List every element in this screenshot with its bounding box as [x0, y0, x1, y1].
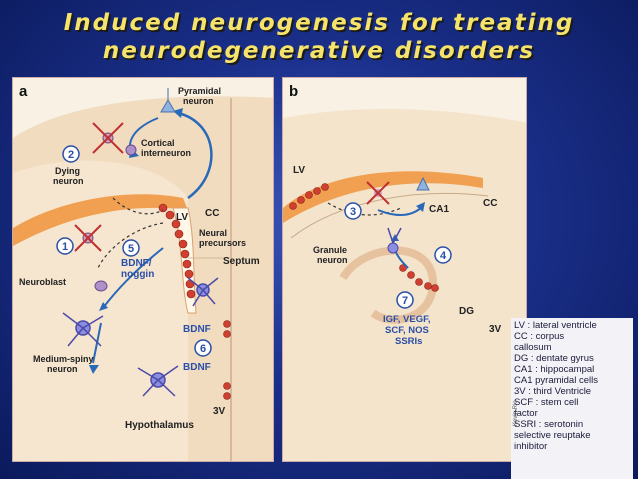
- step-circle-2: [62, 145, 80, 163]
- migration-arrow-cortex: [177, 111, 213, 200]
- dying-neuron-icon: [92, 122, 124, 154]
- panel-b-hippocampus: 3 4 7 b LV CA1 CC Granule neuron DG 3V I…: [282, 77, 527, 462]
- step-circle-1: [56, 237, 74, 255]
- label-medium-spiny-2: neuron: [47, 364, 78, 374]
- label-granule: Granule: [313, 245, 347, 255]
- step-circle-6: [194, 339, 212, 357]
- dying-ca1-neuron-icon: [366, 181, 390, 205]
- label-3v: 3V: [213, 406, 226, 417]
- step-label-5: 5: [128, 243, 134, 255]
- legend-line-lv: LV : lateral ventricle: [514, 320, 597, 331]
- step-circle-5: [122, 239, 140, 257]
- label-neural: Neural: [199, 228, 227, 238]
- step-label-4: 4: [440, 250, 447, 262]
- legend-line-ssri-3: inhibitor: [514, 441, 548, 452]
- label-pyramidal: Pyramidal: [178, 86, 221, 96]
- label-bdnf-noggin: BDNF/: [121, 258, 152, 269]
- step-label-7: 7: [402, 295, 408, 307]
- illustrator-credit: Kevin Rio: [513, 400, 519, 426]
- corpus-callosum-band: [13, 194, 188, 246]
- hypothalamic-neuron-icon: [137, 365, 179, 397]
- step-circle-3: [344, 202, 362, 220]
- label-hypothalamus: Hypothalamus: [125, 420, 194, 431]
- legend-line-ca1-2: CA1 pyramidal cells: [514, 375, 598, 386]
- step-label-6: 6: [200, 343, 206, 355]
- slide-title-line-2: neurodegenerative disorders: [102, 38, 536, 64]
- label-lv-b: LV: [293, 165, 305, 176]
- legend-line-scf-2: factor: [514, 408, 538, 419]
- cortical-interneuron-icon: [125, 144, 137, 156]
- step-label-3: 3: [350, 206, 356, 218]
- granule-neuron-icon: [387, 227, 402, 254]
- legend-line-scf: SCF : stem cell: [514, 397, 579, 408]
- label-neuroblast: Neuroblast: [19, 277, 66, 287]
- label-factors-3: SSRIs: [395, 336, 422, 347]
- label-cc-b: CC: [483, 198, 497, 209]
- label-factors-2: SCF, NOS: [385, 325, 429, 336]
- legend-line-ssri-2: selective reuptake: [514, 430, 591, 441]
- legend-line-3v: 3V : third Ventricle: [514, 386, 592, 397]
- label-dying: Dying: [55, 166, 80, 176]
- step-label-2: 2: [68, 149, 74, 161]
- legend-line-cc: CC : corpus: [514, 331, 565, 342]
- label-3v-b: 3V: [489, 324, 502, 335]
- step-label-1: 1: [62, 241, 68, 253]
- dying-medium-spiny-neuron-icon: [74, 224, 102, 252]
- legend-line-dg: DG : dentate gyrus: [514, 353, 594, 364]
- hippocampal-band: [283, 171, 483, 223]
- label-dg: DG: [459, 306, 474, 317]
- legend-line-ca1: CA1 : hippocampal: [514, 364, 595, 375]
- label-bdnf-a: BDNF: [183, 324, 211, 335]
- label-granule-2: neuron: [317, 255, 348, 265]
- legend-line-ssri: SSRI : serotonin: [514, 419, 584, 430]
- pyramidal-neuron-icon: [160, 88, 176, 113]
- neural-precursor-dots: [158, 203, 231, 400]
- label-bdnf-b: BDNF: [183, 362, 211, 373]
- label-pyramidal-2: neuron: [183, 96, 214, 106]
- step-circle-7: [396, 291, 414, 309]
- label-factors-1: IGF, VEGF,: [383, 314, 431, 325]
- abbreviation-legend: LV : lateral ventricle CC : corpus callo…: [511, 318, 633, 479]
- panel-a-letter: a: [19, 83, 28, 100]
- neuroblast-icon: [94, 280, 108, 292]
- panel-b-illustration: 3 4 7 b LV CA1 CC Granule neuron DG 3V I…: [283, 83, 526, 461]
- label-ca1: CA1: [429, 204, 449, 215]
- label-dying-2: neuron: [53, 176, 84, 186]
- label-cortical-2: interneuron: [141, 148, 191, 158]
- legend-line-cc-2: callosum: [514, 342, 552, 353]
- panel-b-letter: b: [289, 83, 298, 100]
- label-neural-2: precursors: [199, 238, 246, 248]
- label-cc: CC: [205, 208, 219, 219]
- panel-a-illustration: 2 1 5 6 a Pyramidal neuron Cortical inte…: [13, 83, 273, 461]
- label-lv: LV: [176, 212, 188, 223]
- precursor-dots-b: [289, 183, 439, 292]
- septal-neuron-icon: [187, 277, 219, 307]
- ca1-pyramidal-neuron-icon: [416, 176, 430, 191]
- panel-a-brain-coronal: 2 1 5 6 a Pyramidal neuron Cortical inte…: [12, 77, 274, 462]
- label-bdnf-noggin-2: noggin: [121, 269, 154, 280]
- step-circle-4: [434, 246, 452, 264]
- label-medium-spiny: Medium-spiny: [33, 354, 94, 364]
- label-septum: Septum: [223, 256, 260, 267]
- label-cortical: Cortical: [141, 138, 175, 148]
- medium-spiny-neuron-icon: [62, 312, 104, 347]
- slide-title-line-1: Induced neurogenesis for treating: [63, 10, 575, 36]
